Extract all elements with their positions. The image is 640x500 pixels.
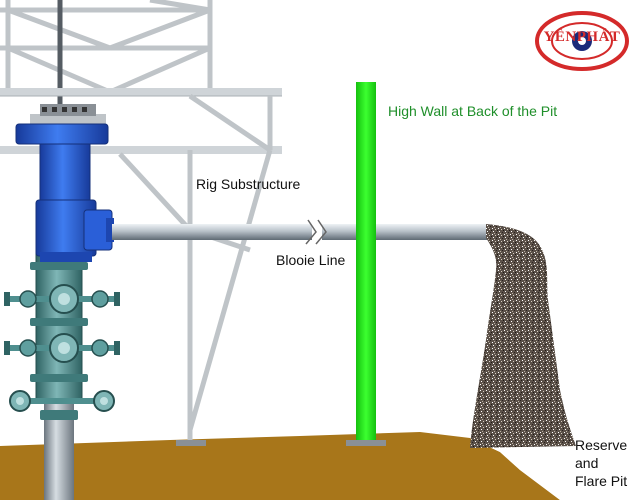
high-wall — [356, 82, 376, 446]
ground — [0, 432, 560, 500]
blooie-line-pipe — [112, 219, 488, 245]
label-reserve-flare-pit: Reserve and Flare Pit — [575, 436, 627, 490]
valve-wheel-middle — [49, 333, 79, 363]
logo-ring-icon — [535, 11, 629, 71]
company-logo: YÊNPHÁT — [534, 10, 630, 72]
logo-text: YÊNPHÁT — [543, 29, 621, 45]
valve-wheel-upper-left — [19, 290, 37, 308]
label-reserve: Reserve — [575, 437, 628, 453]
cuttings-discharge — [470, 224, 576, 448]
label-flare-pit: Flare Pit — [575, 473, 628, 489]
casing-pipe — [44, 392, 74, 500]
valve-wheel-middle-right — [91, 339, 109, 357]
high-wall-base — [346, 440, 386, 446]
derrick-mast — [0, 0, 213, 95]
label-and: and — [575, 455, 599, 471]
label-blooie-line: Blooie Line — [276, 252, 346, 268]
pit-floor — [470, 438, 640, 500]
valve-wheel-upper — [49, 284, 79, 314]
valve-wheel-lower-right — [93, 390, 115, 412]
rig-floor — [0, 88, 282, 96]
valve-wheel-lower-left — [9, 390, 31, 412]
substructure-foot — [176, 440, 206, 446]
valve-wheel-middle-left — [19, 339, 37, 357]
rotating-head — [15, 104, 114, 262]
label-rig-substructure: Rig Substructure — [196, 176, 301, 192]
rig-floor-lower — [0, 146, 282, 154]
valve-wheel-upper-right — [91, 290, 109, 308]
label-high-wall: High Wall at Back of the Pit — [388, 103, 558, 119]
